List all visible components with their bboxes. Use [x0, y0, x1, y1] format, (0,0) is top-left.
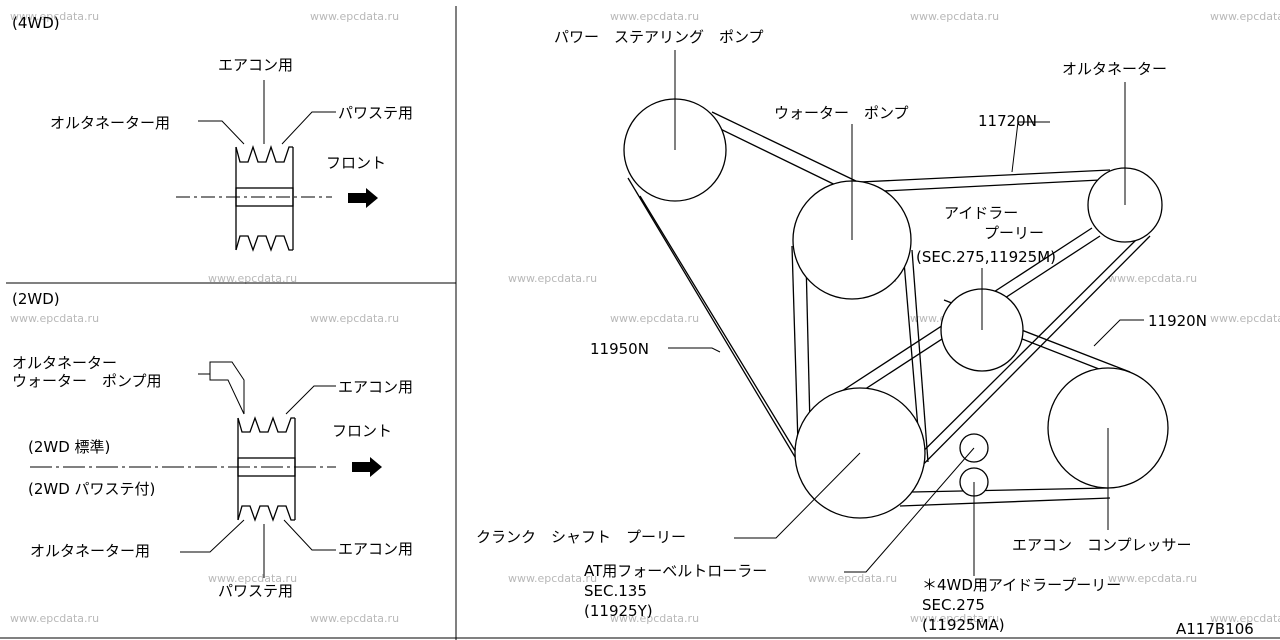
- aircon-bottom-leader: [283, 519, 336, 551]
- belt-11950n-line: [639, 195, 809, 473]
- at-roller-label-line1: AT用フォーベルトローラー: [584, 562, 767, 580]
- watermark: www.epcdata.ru: [910, 612, 999, 625]
- watermark: www.epcdata.ru: [1210, 10, 1280, 23]
- at-roller-label-line3: (11925Y): [584, 602, 653, 620]
- power-steering-bottom-label: パワステ用: [218, 582, 293, 600]
- watermark: www.epcdata.ru: [1210, 312, 1280, 325]
- watermark: www.epcdata.ru: [1108, 572, 1197, 585]
- alternator-leader: [198, 120, 245, 145]
- belt-11720n-label: 11720N: [978, 112, 1037, 130]
- idler-pulley-label-line1: アイドラー: [944, 204, 1018, 222]
- watermark: www.epcdata.ru: [610, 312, 699, 325]
- watermark: www.epcdata.ru: [508, 572, 597, 585]
- belt-11950n-line: [711, 111, 859, 183]
- watermark: www.epcdata.ru: [310, 312, 399, 325]
- aircon-label: エアコン用: [218, 56, 293, 74]
- at-roller-label-line2: SEC.135: [584, 582, 647, 600]
- water-pump-label: ウォーター ポンプ: [774, 104, 909, 122]
- idler-pulley-label-line2: プーリー: [984, 224, 1044, 242]
- belt-11950n-leader: [668, 347, 721, 353]
- main-labels: パワー ステアリング ポンプ ウォーター ポンプ 11720N オルタネーター …: [476, 28, 1254, 638]
- idler-pulley-label-line3: (SEC.275,11925M): [916, 248, 1056, 266]
- watermark: www.epcdata.ru: [610, 10, 699, 23]
- watermark: www.epcdata.ru: [910, 10, 999, 23]
- front-label: フロント: [326, 154, 386, 172]
- belt-11920n-line: [899, 497, 1111, 507]
- watermark: www.epcdata.ru: [208, 572, 297, 585]
- watermark: www.epcdata.ru: [1108, 272, 1197, 285]
- watermark: www.epcdata.ru: [808, 572, 897, 585]
- pulley-grooves-top: [235, 144, 293, 163]
- std-label: (2WD 標準): [28, 438, 110, 456]
- pulley-grooves-bottom: [237, 505, 295, 522]
- belt-11720n-line: [863, 179, 1101, 193]
- crankshaft-pulley-leader: [734, 452, 861, 539]
- aircon-bottom-label: エアコン用: [338, 540, 413, 558]
- belt-11920n-label: 11920N: [1148, 312, 1207, 330]
- belt-11950n-label: 11950N: [590, 340, 649, 358]
- belt-11720n-line: [859, 169, 1111, 183]
- watermark: www.epcdata.ru: [10, 312, 99, 325]
- watermark: www.epcdata.ru: [508, 272, 597, 285]
- panel-2wd: (2WD) オルタネーター ウォーター ポンプ用 エアコン用 フロント (2WD…: [12, 290, 413, 600]
- front-arrow-icon: [348, 188, 378, 208]
- panel-4wd-title: (4WD): [12, 14, 60, 32]
- front-label: フロント: [332, 422, 392, 440]
- panel-4wd: (4WD) エアコン用 オルタネーター用 パワステ用 フロント: [12, 14, 413, 252]
- watermark: www.epcdata.ru: [208, 272, 297, 285]
- aircon-top-leader: [285, 385, 336, 415]
- at-roller-leader: [844, 447, 975, 573]
- watermark: www.epcdata.ru: [610, 612, 699, 625]
- belt-11950n-line: [705, 121, 855, 195]
- alt-water-leader-2: [198, 373, 245, 415]
- idler-4wd-label-line1: ＊4WD用アイドラープーリー: [922, 576, 1121, 594]
- figure-code: A117B106: [1176, 620, 1254, 638]
- ps-label: (2WD パワステ付): [28, 480, 155, 498]
- alt-water-label-line1: オルタネーター: [12, 354, 117, 372]
- watermark: www.epcdata.ru: [310, 10, 399, 23]
- leader-lines: [668, 50, 1144, 576]
- belt-11950n-line: [627, 177, 799, 463]
- alternator-bottom-label: オルタネーター用: [30, 542, 150, 560]
- belt-11720n-leader: [1011, 121, 1050, 173]
- panel-2wd-title: (2WD): [12, 290, 60, 308]
- watermark: www.epcdata.ru: [10, 10, 99, 23]
- crankshaft-pulley-label: クランク シャフト プーリー: [476, 528, 686, 546]
- belt-11950n-line: [805, 259, 811, 427]
- power-steering-pump-label: パワー ステアリング ポンプ: [554, 28, 764, 46]
- watermark: www.epcdata.ru: [310, 612, 399, 625]
- alt-water-leader: [198, 361, 245, 414]
- belt-11950n-line: [791, 245, 799, 445]
- belt-11950n-line: [903, 261, 921, 453]
- watermark: www.epcdata.ru: [10, 612, 99, 625]
- alternator-label: オルタネーター用: [50, 114, 170, 132]
- belt-11920n-line: [911, 487, 1109, 493]
- idler-4wd-label-line3: (11925MA): [922, 616, 1005, 634]
- aircon-top-label: エアコン用: [338, 378, 413, 396]
- power-steering-leader: [281, 111, 336, 145]
- watermark: www.epcdata.ru: [1210, 612, 1280, 625]
- crank-pulley-section: [176, 144, 332, 252]
- pulley-grooves-top: [237, 416, 295, 433]
- alt-water-label-line2: ウォーター ポンプ用: [12, 372, 162, 390]
- belt-11950n-line: [911, 249, 929, 463]
- alternator-bottom-leader: [180, 519, 245, 553]
- aircon-compressor-label: エアコン コンプレッサー: [1012, 536, 1192, 554]
- belt-11920n-leader: [1093, 319, 1144, 347]
- idler-4wd-label-line2: SEC.275: [922, 596, 985, 614]
- alternator-label: オルタネーター: [1062, 60, 1167, 78]
- crank-pulley-section-2wd: [30, 416, 336, 522]
- pulley-outline: [237, 418, 296, 520]
- pulley-grooves-bottom: [235, 235, 293, 252]
- power-steering-label: パワステ用: [338, 104, 413, 122]
- front-arrow-icon: [352, 457, 382, 477]
